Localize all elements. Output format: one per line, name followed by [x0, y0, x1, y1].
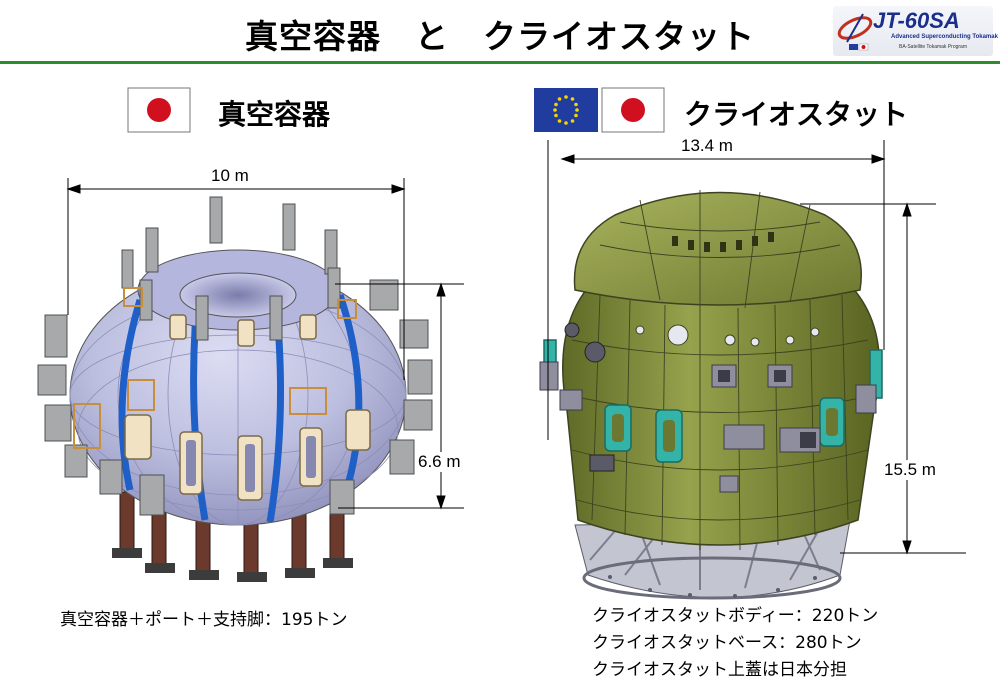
cryostat-label: クライオスタット [684, 98, 909, 131]
cryostat-caption-line: クライオスタットベース：280トン [592, 633, 862, 653]
page-title: 真空容器 と クライオスタット [245, 17, 755, 56]
cryo-width-label: 13.4 m [681, 136, 733, 155]
japan-flag-icon [127, 87, 191, 133]
logo-emblem-icon [837, 13, 873, 51]
cryostat-illustration [539, 190, 883, 600]
vacuum-vessel-illustration [37, 196, 433, 582]
support-legs [119, 491, 345, 577]
eu-flag-icon [534, 88, 598, 132]
vessel-ports-side [37, 279, 433, 516]
vv-width-label: 10 m [211, 166, 249, 185]
cryo-height-dimension [800, 202, 966, 555]
jt60sa-logo: JT-60SA Advanced Superconducting Tokamak… [833, 6, 998, 56]
cryo-height-label: 15.5 m [882, 460, 938, 480]
vv-width-dimension [66, 178, 406, 380]
title-divider [0, 61, 1000, 64]
cryostat-caption: クライオスタットボディー：220トン クライオスタットベース：280トン クライ… [592, 603, 878, 684]
cryostat-top-lid [573, 191, 862, 306]
cryo-width-dimension [547, 140, 886, 440]
japan-flag-icon-2 [601, 87, 665, 133]
vessel-ports-top [121, 196, 341, 341]
logo-subtitle: Advanced Superconducting Tokamak [891, 34, 998, 40]
cryostat-caption-line: クライオスタット上蓋は日本分担 [592, 660, 847, 680]
vv-height-label: 6.6 m [416, 452, 463, 472]
vacuum-vessel-caption: 真空容器＋ポート＋支持脚：195トン [60, 610, 348, 630]
cryostat-caption-line: クライオスタットボディー：220トン [592, 606, 879, 626]
vv-height-dimension [335, 282, 464, 510]
vacuum-vessel-label: 真空容器 [218, 98, 331, 131]
vessel-center-opening [179, 272, 297, 318]
logo-subtitle-2: BA-Satellite Tokamak Program [899, 44, 967, 50]
logo-wordmark: JT-60SA [873, 8, 960, 33]
